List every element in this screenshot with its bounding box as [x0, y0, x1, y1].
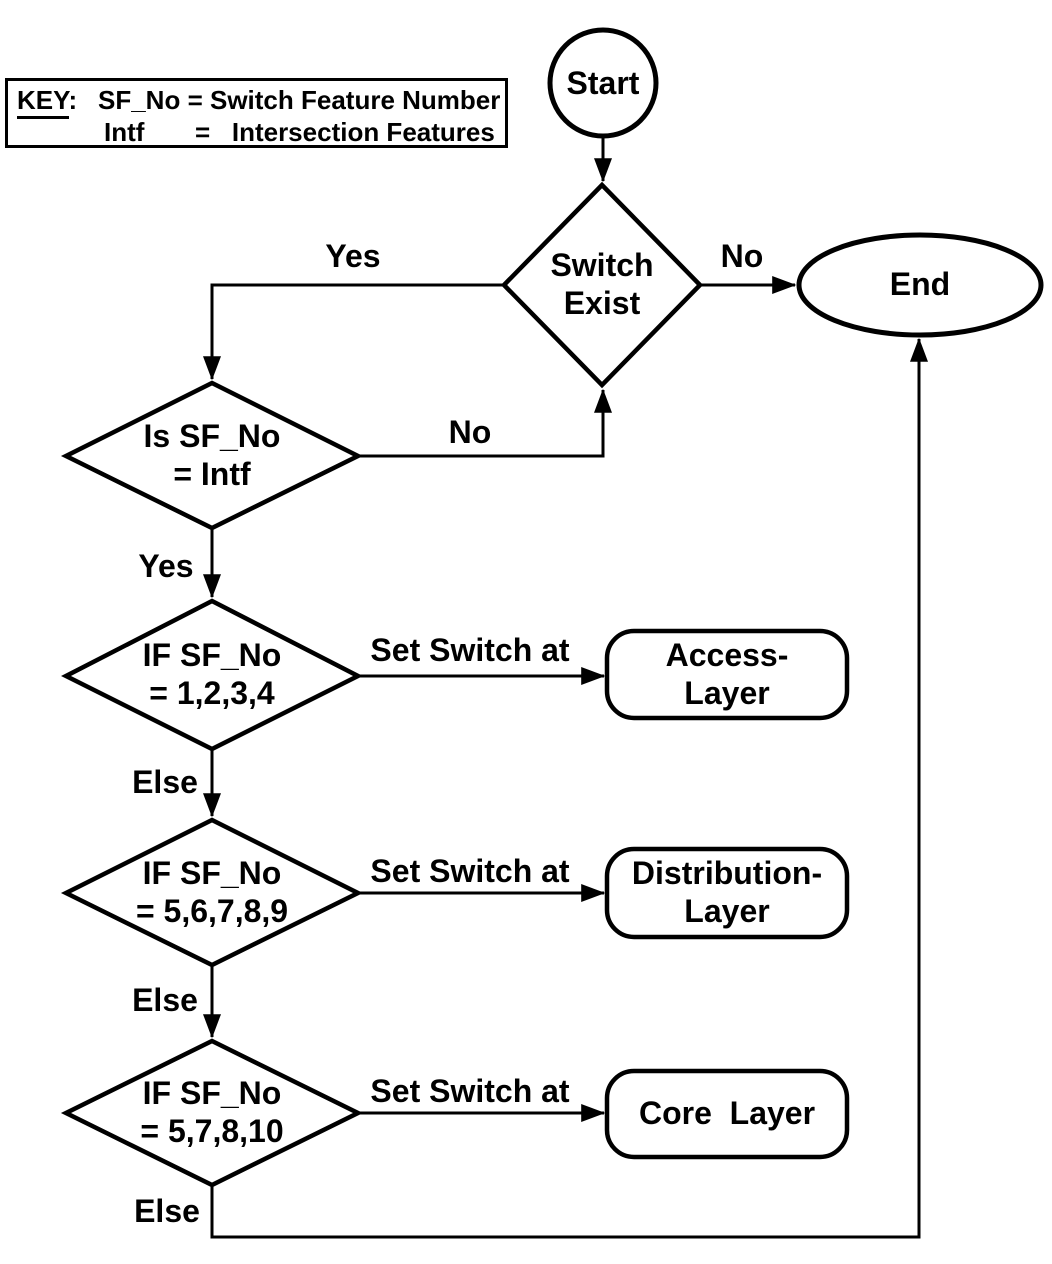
if-sf-no-1234-label: IF SF_No = 1,2,3,4	[142, 637, 282, 711]
switch-exist-diamond	[500, 181, 704, 389]
distribution-layer-label: Distribution- Layer	[631, 855, 823, 929]
key-legend: KEY: SF_No = Switch Feature Number Intf …	[5, 78, 508, 148]
edge-label-set-switch-access: Set Switch at	[370, 632, 570, 668]
edge-label-set-switch-distribution: Set Switch at	[370, 853, 570, 889]
key-title-colon: :	[68, 85, 78, 115]
edge-label-no-top: No	[720, 238, 764, 274]
access-layer-box	[604, 628, 850, 721]
is-sf-no-intf-label: Is SF_No = Intf	[143, 418, 281, 492]
edge-label-else-2: Else	[132, 982, 198, 1018]
start-node-label: Start	[566, 65, 640, 101]
switch-exist-label: Switch Exist	[550, 247, 654, 321]
if-sf-no-56789-label: IF SF_No = 5,6,7,8,9	[135, 855, 289, 929]
key-entry-intf: Intf = Intersection Features	[104, 117, 495, 147]
distribution-layer-box	[604, 846, 850, 940]
key-entry-sfno: SF_No = Switch Feature Number	[98, 85, 501, 115]
edge-label-yes-top: Yes	[325, 238, 381, 274]
is-sf-no-intf-diamond	[60, 380, 364, 531]
edge-label-no-mid: No	[448, 414, 492, 450]
edge-switch-exist-yes-to-intf	[203, 283, 504, 381]
edge-intf-no-to-switch-exist	[358, 388, 612, 458]
core-layer-box	[604, 1068, 850, 1160]
key-title-word: KEY	[17, 85, 69, 119]
start-circle	[547, 27, 659, 139]
core-layer-label: Core Layer	[638, 1095, 816, 1131]
access-layer-label: Access- Layer	[665, 637, 789, 711]
if-sf-no-57810-label: IF SF_No = 5,7,8,10	[140, 1075, 284, 1149]
key-title: KEY:	[17, 85, 78, 119]
edge-label-else-1: Else	[132, 764, 198, 800]
edge-else-loop-to-end	[210, 337, 928, 1239]
end-ellipse	[796, 232, 1044, 338]
edge-label-yes-mid: Yes	[138, 548, 194, 584]
end-node-label: End	[889, 266, 951, 302]
edge-label-set-switch-core: Set Switch at	[370, 1073, 570, 1109]
if-sf-no-1234-diamond	[61, 598, 363, 752]
if-sf-no-57810-diamond	[60, 1038, 364, 1188]
edge-label-else-3: Else	[134, 1193, 200, 1229]
if-sf-no-56789-diamond	[60, 817, 364, 968]
